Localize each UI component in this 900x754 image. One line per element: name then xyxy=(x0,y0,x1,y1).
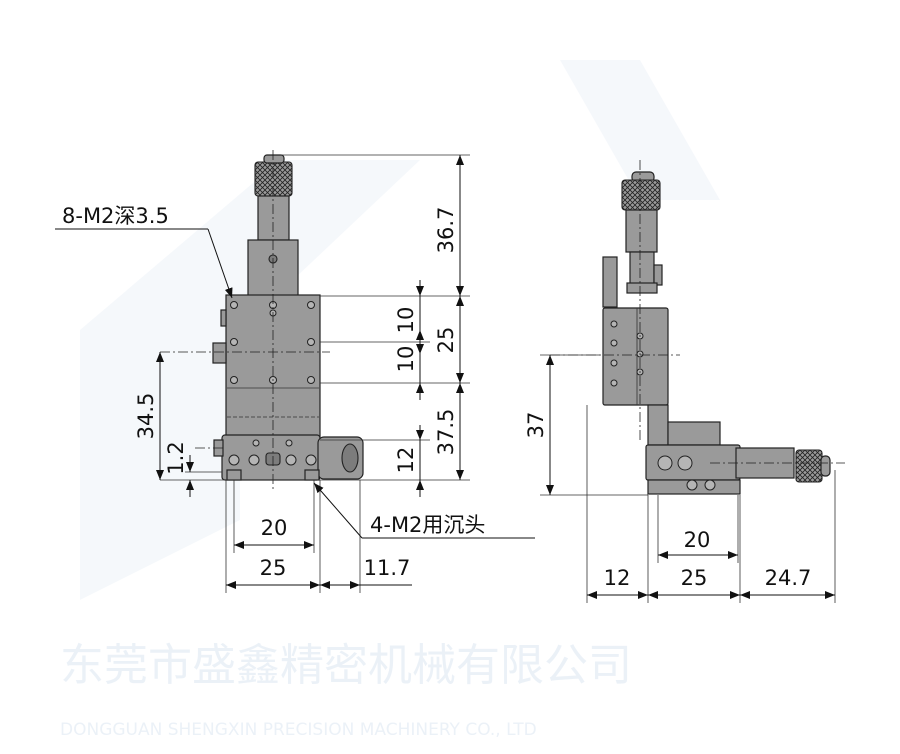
dim-base-offset: 1.2 xyxy=(164,441,188,474)
dim-width: 25 xyxy=(260,556,287,580)
side-view: 37 20 12 25 24.7 xyxy=(524,160,845,603)
dim-stage-height: 25 xyxy=(434,327,458,354)
callout-bottom-holes: 4-M2用沉头 xyxy=(313,482,535,539)
dim-side-micrometer-length: 24.7 xyxy=(765,566,812,590)
dim-knob-overhang: 11.7 xyxy=(364,556,411,580)
dim-micrometer-height: 36.7 xyxy=(434,207,458,254)
dim-side-hole-span: 20 xyxy=(684,528,711,552)
side-stage-body xyxy=(550,160,845,495)
dim-base-height: 12 xyxy=(394,447,418,474)
dim-lower-height: 37.5 xyxy=(434,409,458,456)
callout-top-holes: 8-M2深3.5 xyxy=(55,204,233,299)
watermark-en: DONGGUAN SHENGXIN PRECISION MACHINERY CO… xyxy=(60,720,537,740)
watermark-cn: 东莞市盛鑫精密机械有限公司 xyxy=(60,640,632,691)
front-dimension-lines xyxy=(156,155,464,589)
watermark: 东莞市盛鑫精密机械有限公司 DONGGUAN SHENGXIN PRECISIO… xyxy=(60,60,720,740)
dim-side-width: 25 xyxy=(681,566,708,590)
dim-center-height: 34.5 xyxy=(134,393,158,440)
front-view: 36.7 10 10 25 37.5 12 34.5 1.2 20 25 11.… xyxy=(55,150,535,593)
front-extension-lines xyxy=(160,154,470,593)
vertical-micrometer-knob xyxy=(621,179,661,211)
front-stage-body xyxy=(160,150,364,490)
horizontal-micrometer-knob xyxy=(795,449,823,483)
dim-side-left-offset: 12 xyxy=(604,566,631,590)
side-dimension-lines xyxy=(546,355,835,599)
callout-bottom-holes-text: 4-M2用沉头 xyxy=(370,513,485,537)
dim-hole-pitch-upper: 10 xyxy=(394,307,418,334)
side-extension-lines xyxy=(540,354,836,603)
callout-top-holes-text: 8-M2深3.5 xyxy=(62,204,169,228)
dim-hole-span: 20 xyxy=(261,516,288,540)
micrometer-knob xyxy=(254,161,293,197)
side-holes xyxy=(610,320,716,491)
dim-hole-pitch-lower: 10 xyxy=(394,346,418,373)
dim-side-center-height: 37 xyxy=(524,412,548,439)
